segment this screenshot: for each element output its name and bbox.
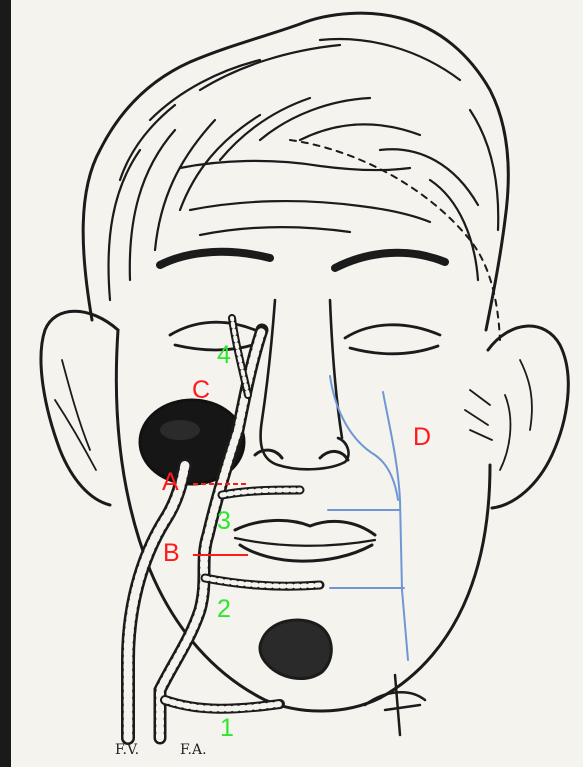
left-ear (41, 311, 118, 505)
lips-line (235, 538, 375, 546)
nose-outline (261, 300, 349, 469)
point-label-a: A (162, 470, 179, 495)
forehead-lines (180, 161, 430, 235)
point-label-b: B (163, 541, 180, 566)
upper-lip (235, 520, 375, 535)
lower-lip (240, 545, 372, 561)
left-eye (170, 322, 262, 350)
right-ear (488, 326, 568, 508)
segment-number-2: 2 (217, 597, 231, 622)
caption-facial-vein: F.V. (115, 742, 139, 758)
hair-outline (83, 13, 508, 330)
caption-facial-artery: F.A. (180, 742, 207, 758)
segment-number-3: 3 (217, 509, 231, 534)
segment-number-4: 4 (217, 343, 231, 368)
chin-lesion (260, 620, 331, 678)
right-eye (345, 325, 440, 354)
right-eyebrow (335, 253, 445, 268)
left-eyebrow (160, 252, 270, 265)
image-border-left (0, 0, 11, 767)
point-label-c: C (192, 378, 210, 403)
segment-number-1: 1 (220, 716, 234, 741)
artist-signature (365, 675, 425, 735)
point-label-d: D (413, 425, 431, 450)
